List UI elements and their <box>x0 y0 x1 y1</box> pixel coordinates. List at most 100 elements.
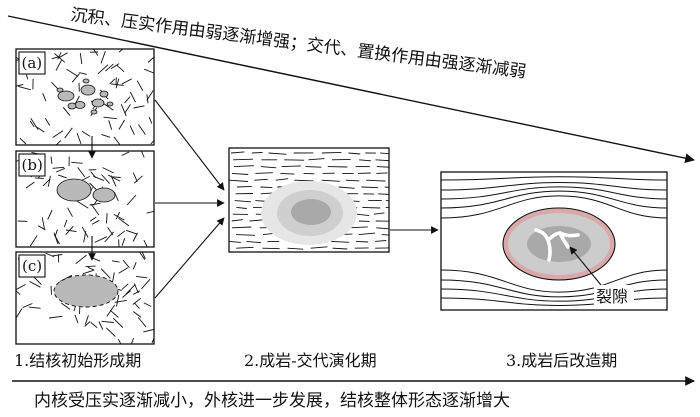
texture-dash <box>229 240 241 243</box>
texture-dash <box>29 120 35 128</box>
texture-dash <box>67 207 73 217</box>
texture-dash <box>57 52 62 60</box>
texture-dash <box>55 167 65 173</box>
texture-dash <box>121 78 132 85</box>
texture-dash <box>233 158 253 161</box>
texture-dash <box>103 116 117 120</box>
texture-dash <box>251 151 263 154</box>
texture-dash <box>348 152 361 155</box>
crack-label: 裂隙 <box>596 287 628 306</box>
texture-dash <box>281 165 301 168</box>
arrow-c-to-stage2 <box>154 217 225 299</box>
texture-dash <box>50 285 52 295</box>
texture-dash <box>260 186 273 189</box>
texture-dash <box>29 235 38 247</box>
texture-dash <box>65 225 74 235</box>
texture-dash <box>358 232 376 236</box>
texture-dash <box>345 179 360 182</box>
texture-dash <box>55 59 62 71</box>
texture-dash <box>332 247 348 250</box>
texture-dash <box>366 179 386 182</box>
texture-dash <box>59 274 73 283</box>
texture-dash <box>143 239 148 247</box>
panel-b-dashes <box>16 151 154 247</box>
texture-dash <box>133 105 145 109</box>
texture-dash <box>76 200 89 209</box>
texture-dash <box>125 229 138 235</box>
texture-dash <box>321 179 340 182</box>
texture-dash <box>134 302 140 309</box>
stage3-crack <box>534 228 580 262</box>
texture-dash <box>113 214 125 221</box>
texture-dash <box>231 172 249 175</box>
texture-dash <box>79 72 87 75</box>
flow-line <box>441 182 667 191</box>
texture-dash <box>16 284 26 291</box>
texture-dash <box>111 260 120 263</box>
texture-dash <box>116 294 120 307</box>
texture-dash <box>42 178 51 187</box>
texture-dash <box>55 140 62 145</box>
bottom-caption: 内核受压实逐渐减小，外核进一步发展，结核整体形态逐渐增大 <box>34 391 510 411</box>
panel-a-frame <box>15 48 155 146</box>
texture-dash <box>37 225 46 231</box>
texture-dash <box>229 179 249 182</box>
texture-dash <box>84 315 89 325</box>
texture-dash <box>233 165 254 168</box>
texture-dash <box>49 315 63 319</box>
texture-dash <box>28 306 41 309</box>
texture-dash <box>91 257 101 262</box>
texture-dash <box>362 206 381 209</box>
texture-dash <box>41 217 45 230</box>
texture-dash <box>132 262 137 270</box>
panel-b-label: (b) <box>22 156 43 174</box>
texture-dash <box>275 178 289 181</box>
texture-dash <box>361 186 379 189</box>
texture-dash <box>104 231 115 243</box>
texture-dash <box>129 91 136 103</box>
texture-dash <box>254 178 268 181</box>
texture-dash <box>109 309 119 318</box>
texture-dash <box>234 200 252 203</box>
stage-2-label: 2.成岩-交代演化期 <box>244 351 377 370</box>
flow-line <box>441 269 667 293</box>
texture-dash <box>133 311 142 318</box>
texture-dash <box>115 78 120 89</box>
panel-a-grains <box>56 78 114 115</box>
texture-dash <box>146 90 154 101</box>
texture-dash <box>124 104 131 114</box>
texture-dash <box>107 174 121 182</box>
texture-dash <box>25 181 35 189</box>
stage3-panel: 裂隙 <box>440 171 668 311</box>
texture-dash <box>81 130 91 137</box>
stage2-panel <box>228 147 390 253</box>
texture-dash <box>136 80 144 92</box>
panel-c-nodule <box>53 274 119 308</box>
texture-dash <box>100 268 111 279</box>
texture-dash <box>30 117 39 130</box>
panel-c-frame <box>15 251 155 345</box>
texture-dash <box>262 247 280 250</box>
texture-dash <box>231 219 243 222</box>
texture-dash <box>376 166 389 168</box>
texture-dash <box>19 137 27 145</box>
texture-dash <box>121 283 129 290</box>
texture-dash <box>117 230 126 237</box>
panel-b: (b) <box>15 150 155 248</box>
texture-dash <box>112 317 124 328</box>
texture-dash <box>42 93 47 102</box>
texture-dash <box>47 209 53 220</box>
flow-line <box>441 279 667 298</box>
texture-dash <box>75 254 87 265</box>
texture-dash <box>139 252 146 260</box>
stage3-frame <box>440 171 668 311</box>
texture-dash <box>101 133 111 138</box>
flow-line <box>441 195 667 219</box>
texture-dash <box>356 213 370 217</box>
texture-dash <box>129 125 135 135</box>
texture-dash <box>375 159 389 162</box>
texture-dash <box>114 299 127 303</box>
texture-dash <box>120 104 127 117</box>
texture-dash <box>236 206 247 209</box>
